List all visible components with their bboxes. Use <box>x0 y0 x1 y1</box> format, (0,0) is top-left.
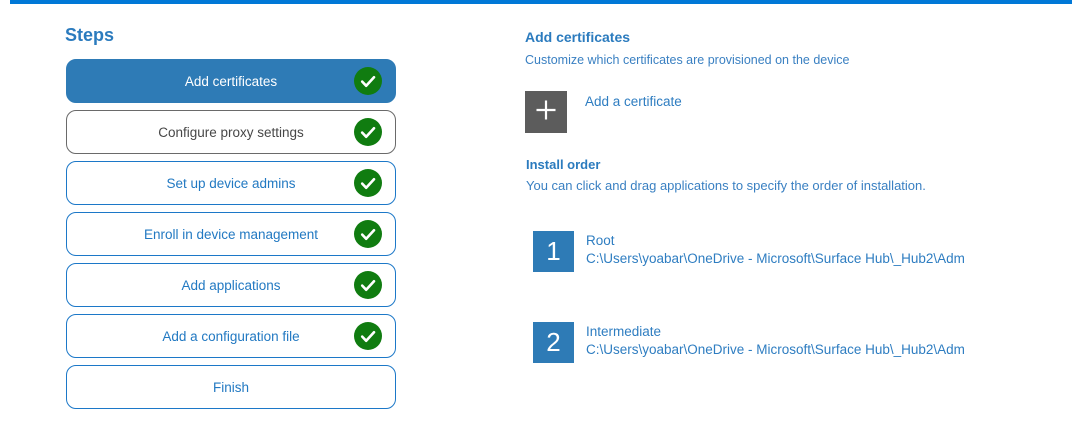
certificate-name: Intermediate <box>586 324 662 339</box>
step-label: Finish <box>212 379 249 395</box>
step-label: Add certificates <box>184 73 278 89</box>
add-certificate-button[interactable] <box>525 91 567 133</box>
step-button-enroll-in-device-management[interactable]: Enroll in device management <box>66 212 396 256</box>
order-number-badge: 1 <box>533 231 574 272</box>
install-order-instruction: You can click and drag applications to s… <box>526 178 926 193</box>
add-certificate-label: Add a certificate <box>585 94 682 109</box>
completed-check-icon <box>354 67 382 95</box>
step-label: Configure proxy settings <box>158 124 304 140</box>
page-subtitle: Customize which certificates are provisi… <box>525 53 850 67</box>
steps-list: Add certificates Configure proxy setting… <box>66 59 396 416</box>
certificate-path: C:\Users\yoabar\OneDrive - Microsoft\Sur… <box>586 342 965 357</box>
step-button-set-up-device-admins[interactable]: Set up device admins <box>66 161 396 205</box>
plus-icon <box>534 98 558 127</box>
completed-check-icon <box>354 118 382 146</box>
step-button-add-a-configuration-file[interactable]: Add a configuration file <box>66 314 396 358</box>
step-button-finish[interactable]: Finish <box>66 365 396 409</box>
certificate-name: Root <box>586 233 615 248</box>
completed-check-icon <box>354 322 382 350</box>
step-label: Set up device admins <box>166 175 296 191</box>
certificate-path: C:\Users\yoabar\OneDrive - Microsoft\Sur… <box>586 251 965 266</box>
step-label: Add applications <box>181 277 281 293</box>
step-label: Add a configuration file <box>162 328 300 344</box>
step-button-add-certificates[interactable]: Add certificates <box>66 59 396 103</box>
steps-panel-title: Steps <box>65 25 115 45</box>
install-order-title: Install order <box>526 157 601 172</box>
step-button-configure-proxy-settings[interactable]: Configure proxy settings <box>66 110 396 154</box>
completed-check-icon <box>354 169 382 197</box>
accent-top-bar <box>10 0 1072 4</box>
page-title: Add certificates <box>525 29 631 45</box>
install-order-item-root[interactable]: 1 Root C:\Users\yoabar\OneDrive - Micros… <box>533 231 965 272</box>
order-number-badge: 2 <box>533 322 574 363</box>
order-item-text: Intermediate C:\Users\yoabar\OneDrive - … <box>586 322 965 363</box>
step-button-add-applications[interactable]: Add applications <box>66 263 396 307</box>
order-item-text: Root C:\Users\yoabar\OneDrive - Microsof… <box>586 231 965 272</box>
install-order-item-intermediate[interactable]: 2 Intermediate C:\Users\yoabar\OneDrive … <box>533 322 965 363</box>
completed-check-icon <box>354 220 382 248</box>
step-label: Enroll in device management <box>143 226 319 242</box>
completed-check-icon <box>354 271 382 299</box>
